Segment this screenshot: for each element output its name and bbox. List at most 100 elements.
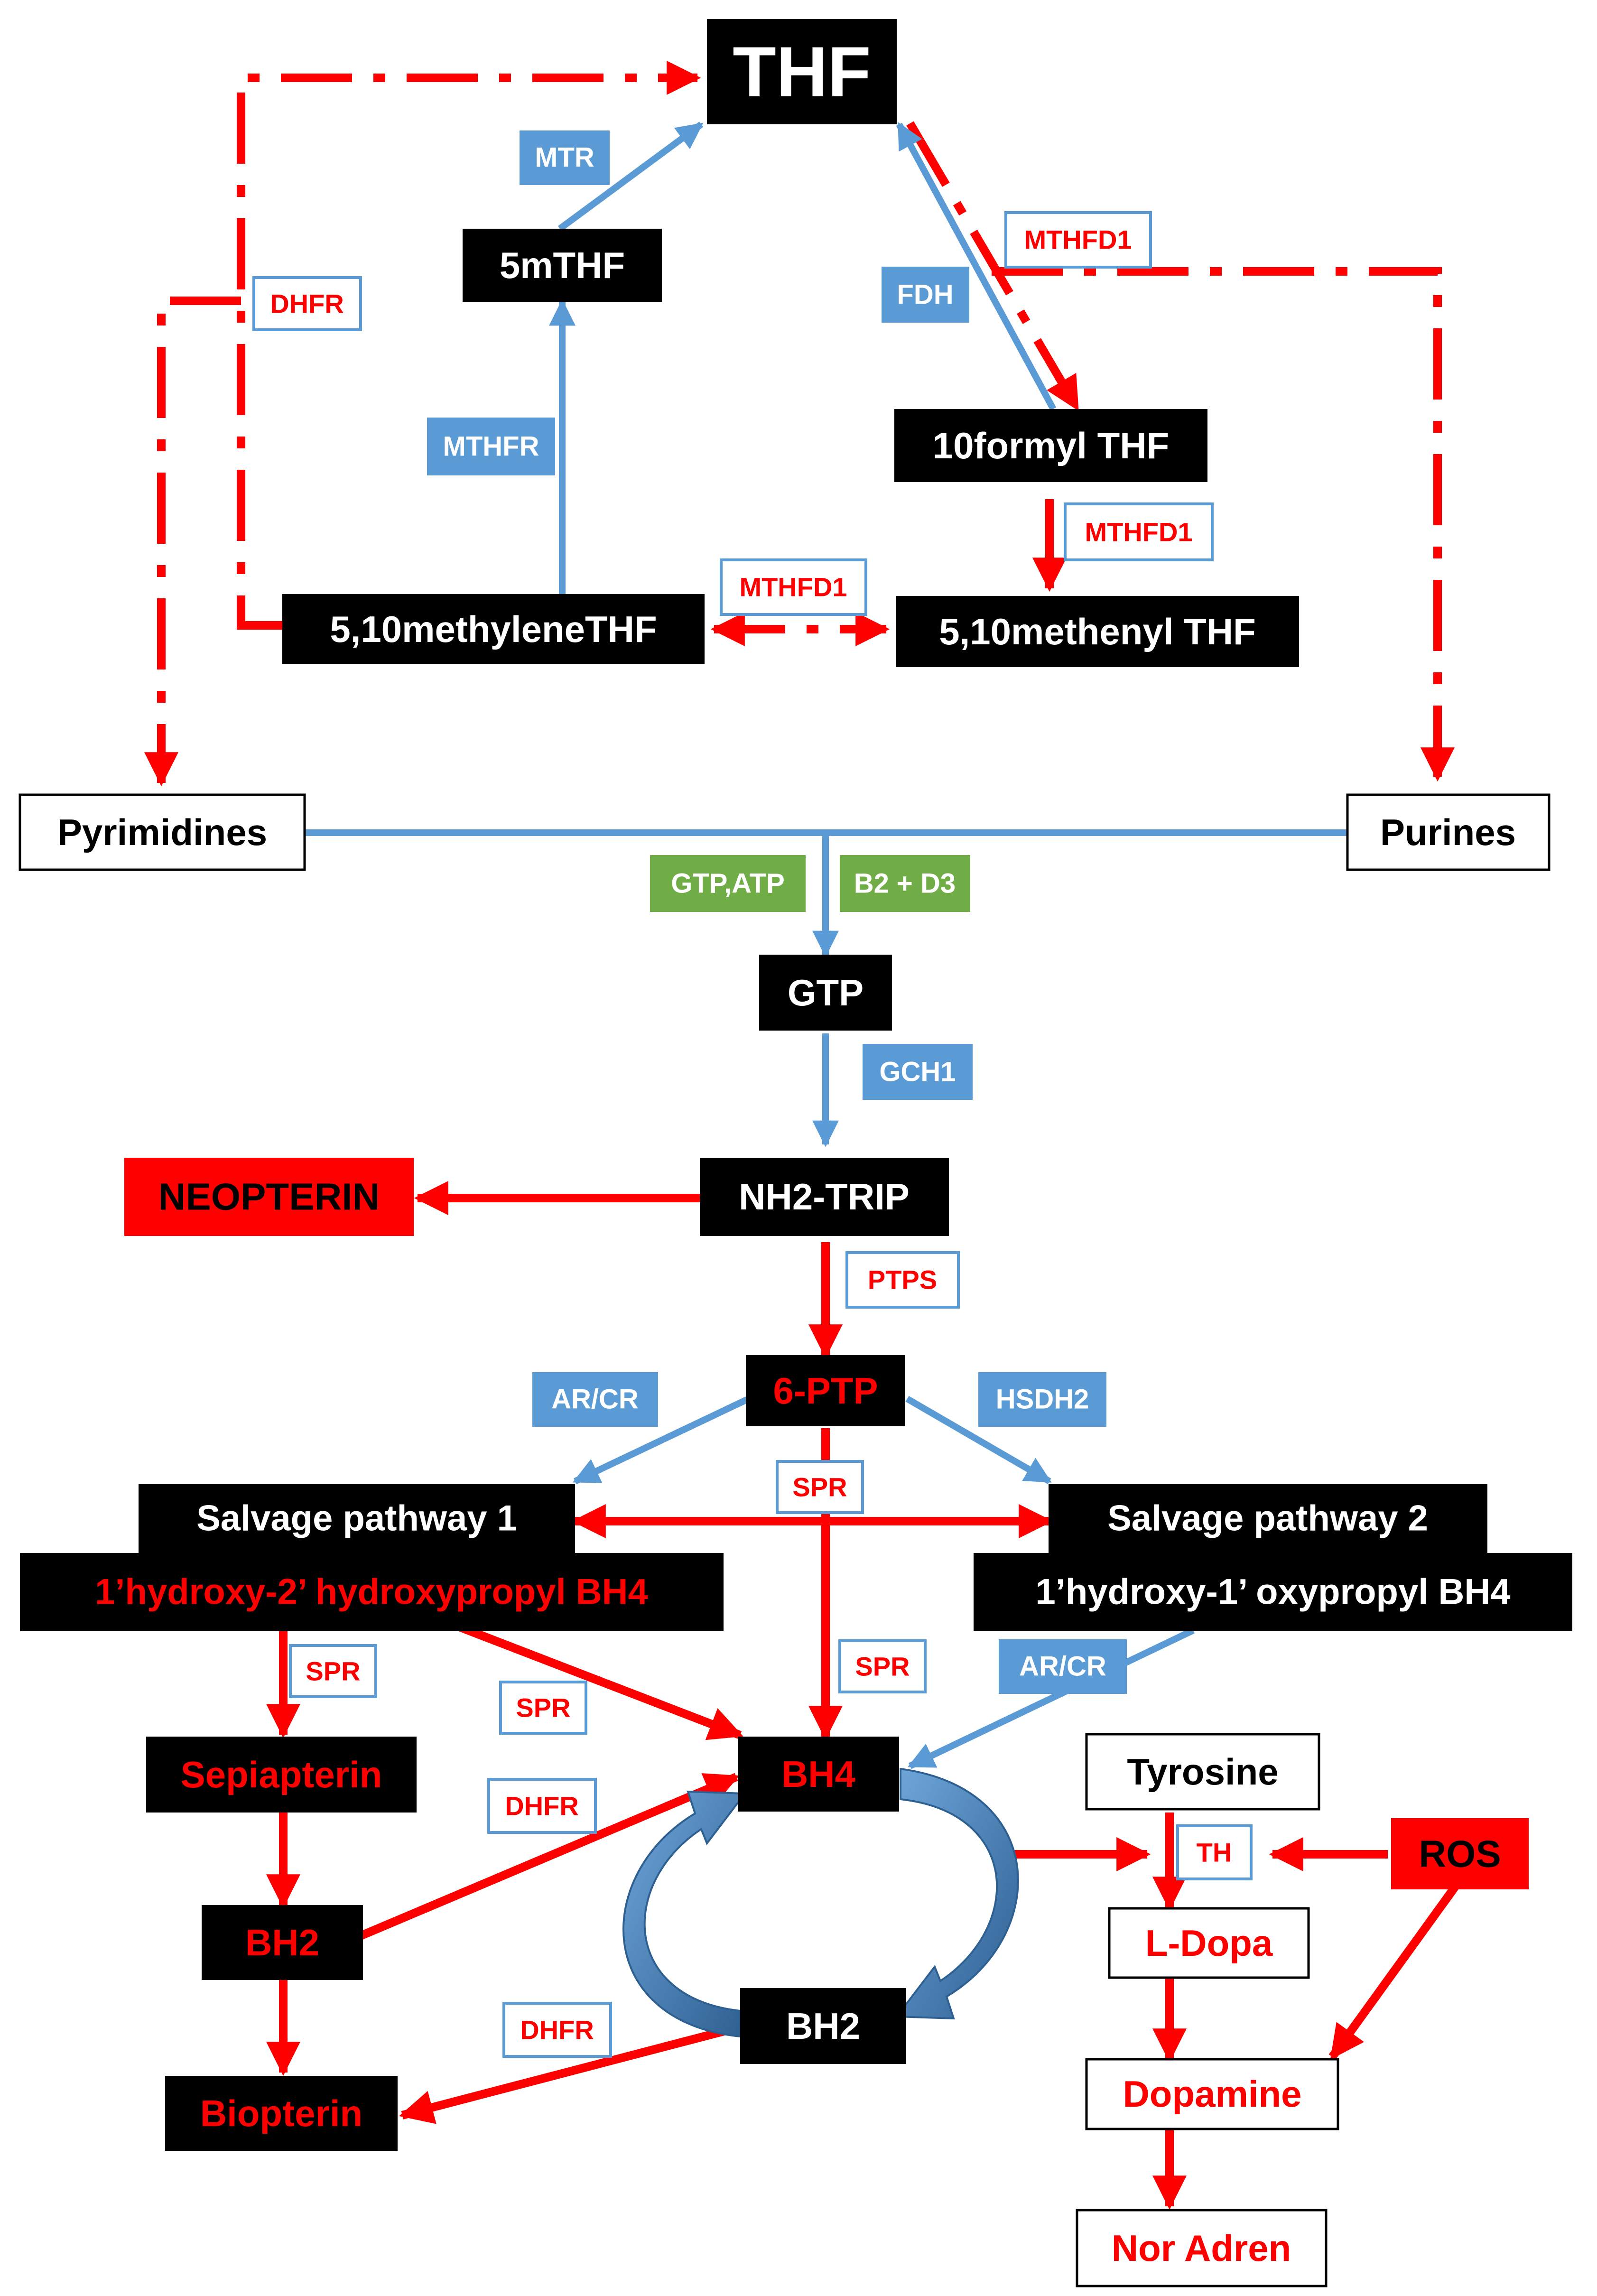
node-pyrimidines-label: Pyrimidines bbox=[57, 811, 267, 853]
enzyme-ar-cr-right: AR/CR bbox=[999, 1639, 1127, 1694]
node-salvage-pathway-2-compound: 1’hydroxy-1’ oxypropyl BH4 bbox=[1036, 1572, 1511, 1612]
enzyme-mtr: MTR bbox=[520, 130, 610, 185]
enzyme-mthfr: MTHFR bbox=[427, 418, 555, 475]
enzyme-dhfr-top: DHFR bbox=[252, 276, 362, 331]
connectors bbox=[144, 61, 1459, 2210]
enzyme-fdh: FDH bbox=[882, 267, 969, 323]
enzyme-mthfd1-right-label: MTHFD1 bbox=[1085, 517, 1192, 547]
cofactor-b2-d3: B2 + D3 bbox=[840, 855, 970, 912]
node-thf: THF bbox=[707, 19, 897, 124]
enzyme-dhfr-mid: DHFR bbox=[487, 1778, 597, 1834]
enzyme-dhfr-low: DHFR bbox=[502, 2002, 612, 2058]
node-10formyl-thf-label: 10formyl THF bbox=[933, 425, 1169, 466]
arrow-salvage2-to-bh4 bbox=[907, 1627, 1195, 1769]
arrow-bh2cycle-to-biopterin bbox=[399, 2023, 742, 2124]
node-neopterin: NEOPTERIN bbox=[124, 1158, 414, 1236]
arrow-methylene-to-thf bbox=[237, 61, 701, 630]
enzyme-ar-cr-left: AR/CR bbox=[532, 1372, 658, 1427]
node-l-dopa-label: L-Dopa bbox=[1145, 1922, 1273, 1964]
arrow-dhfr-to-pyrimidines bbox=[144, 297, 241, 787]
node-bh2-cycle: BH2 bbox=[740, 1988, 906, 2064]
arrow-thf-to-purines bbox=[992, 267, 1455, 782]
enzyme-mthfd1-top-label: MTHFD1 bbox=[1024, 225, 1132, 255]
cofactor-b2-d3-label: B2 + D3 bbox=[854, 868, 956, 899]
node-biopterin-label: Biopterin bbox=[200, 2092, 362, 2134]
node-5mthf: 5mTHF bbox=[463, 229, 662, 302]
node-methenyl-thf-label: 5,10methenyl THF bbox=[939, 611, 1256, 652]
arrow-salvage1-to-bh4 bbox=[444, 1617, 743, 1740]
enzyme-ar-cr-right-label: AR/CR bbox=[1019, 1651, 1106, 1682]
arrow-6ptp-to-salvage2 bbox=[905, 1395, 1052, 1485]
enzyme-gch1-label: GCH1 bbox=[879, 1057, 956, 1088]
enzyme-th-label: TH bbox=[1197, 1838, 1232, 1868]
node-methylene-thf: 5,10methyleneTHF bbox=[282, 594, 705, 664]
node-nor-adren: Nor Adren bbox=[1076, 2209, 1328, 2287]
enzyme-dhfr-low-label: DHFR bbox=[520, 2015, 594, 2045]
node-sepiapterin-label: Sepiapterin bbox=[181, 1754, 382, 1795]
enzyme-fdh-label: FDH bbox=[897, 279, 953, 310]
enzyme-dhfr-top-label: DHFR bbox=[270, 289, 344, 319]
node-gtp: GTP bbox=[759, 955, 892, 1031]
node-tyrosine-label: Tyrosine bbox=[1127, 1751, 1278, 1793]
arrow-formyl-to-thf bbox=[896, 122, 1057, 411]
node-bh4: BH4 bbox=[738, 1737, 899, 1812]
enzyme-hsdh2: HSDH2 bbox=[978, 1372, 1106, 1427]
node-ros: ROS bbox=[1391, 1818, 1529, 1889]
node-gtp-label: GTP bbox=[788, 972, 863, 1013]
node-salvage-pathway-1-compound: 1’hydroxy-2’ hydroxypropyl BH4 bbox=[95, 1572, 648, 1612]
enzyme-mtr-label: MTR bbox=[535, 142, 594, 173]
cofactor-gtp-atp: GTP,ATP bbox=[650, 855, 806, 912]
node-dopamine-label: Dopamine bbox=[1123, 2073, 1301, 2115]
node-sepiapterin: Sepiapterin bbox=[146, 1737, 417, 1813]
node-salvage-pathway-1-label: Salvage pathway 1 bbox=[196, 1498, 517, 1539]
node-pyrimidines: Pyrimidines bbox=[19, 793, 306, 871]
enzyme-spr-left: SPR bbox=[289, 1644, 377, 1698]
enzyme-ptps: PTPS bbox=[845, 1251, 960, 1309]
bh4-bh2-recycling-cycle bbox=[622, 1767, 1019, 2038]
arrow-bh2-to-bh4 bbox=[359, 1773, 740, 1940]
node-purines: Purines bbox=[1346, 793, 1551, 871]
enzyme-mthfd1-mid: MTHFD1 bbox=[720, 558, 867, 616]
enzyme-spr-right: SPR bbox=[838, 1639, 927, 1693]
node-thf-label: THF bbox=[733, 32, 871, 112]
arrow-5mthf-to-thf bbox=[557, 121, 704, 232]
cofactor-gtp-atp-label: GTP,ATP bbox=[671, 868, 785, 899]
node-neopterin-label: NEOPTERIN bbox=[158, 1176, 380, 1218]
node-salvage-pathway-1: Salvage pathway 1 1’hydroxy-2’ hydroxypr… bbox=[20, 1484, 724, 1631]
node-6-ptp-label: 6-PTP bbox=[773, 1370, 878, 1412]
node-bh2-left: BH2 bbox=[202, 1905, 363, 1980]
node-methenyl-thf: 5,10methenyl THF bbox=[896, 596, 1299, 667]
node-bh2-cycle-label: BH2 bbox=[786, 2005, 860, 2047]
enzyme-mthfd1-mid-label: MTHFD1 bbox=[739, 572, 847, 602]
enzyme-th: TH bbox=[1176, 1824, 1253, 1880]
enzyme-ar-cr-left-label: AR/CR bbox=[551, 1384, 639, 1415]
enzyme-mthfd1-top: MTHFD1 bbox=[1004, 211, 1152, 269]
node-purines-label: Purines bbox=[1380, 811, 1516, 853]
node-nor-adren-label: Nor Adren bbox=[1112, 2227, 1291, 2269]
node-5mthf-label: 5mTHF bbox=[500, 244, 625, 286]
node-biopterin: Biopterin bbox=[165, 2076, 398, 2151]
node-6-ptp: 6-PTP bbox=[746, 1355, 905, 1426]
node-nh2-trip: NH2-TRIP bbox=[700, 1158, 949, 1236]
node-nh2-trip-label: NH2-TRIP bbox=[739, 1176, 910, 1218]
node-salvage-pathway-2-label: Salvage pathway 2 bbox=[1107, 1498, 1428, 1539]
enzyme-spr-right-label: SPR bbox=[855, 1652, 910, 1682]
enzyme-hsdh2-label: HSDH2 bbox=[996, 1384, 1089, 1415]
node-methylene-thf-label: 5,10methyleneTHF bbox=[330, 608, 657, 650]
arrow-thf-to-formyl bbox=[906, 121, 1081, 411]
node-tyrosine: Tyrosine bbox=[1085, 1733, 1320, 1811]
node-10formyl-thf: 10formyl THF bbox=[894, 409, 1207, 482]
enzyme-mthfd1-right: MTHFD1 bbox=[1064, 502, 1214, 561]
enzyme-spr-center: SPR bbox=[776, 1460, 864, 1514]
enzyme-spr-center-label: SPR bbox=[792, 1472, 847, 1502]
enzyme-spr-mid-label: SPR bbox=[516, 1693, 570, 1723]
node-bh4-label: BH4 bbox=[781, 1753, 855, 1795]
enzyme-ptps-label: PTPS bbox=[868, 1265, 937, 1295]
arrow-6ptp-to-salvage1 bbox=[572, 1395, 751, 1485]
enzyme-mthfr-label: MTHFR bbox=[443, 431, 539, 462]
node-bh2-left-label: BH2 bbox=[245, 1922, 319, 1963]
node-ros-label: ROS bbox=[1419, 1833, 1501, 1875]
enzyme-spr-mid: SPR bbox=[499, 1681, 587, 1735]
